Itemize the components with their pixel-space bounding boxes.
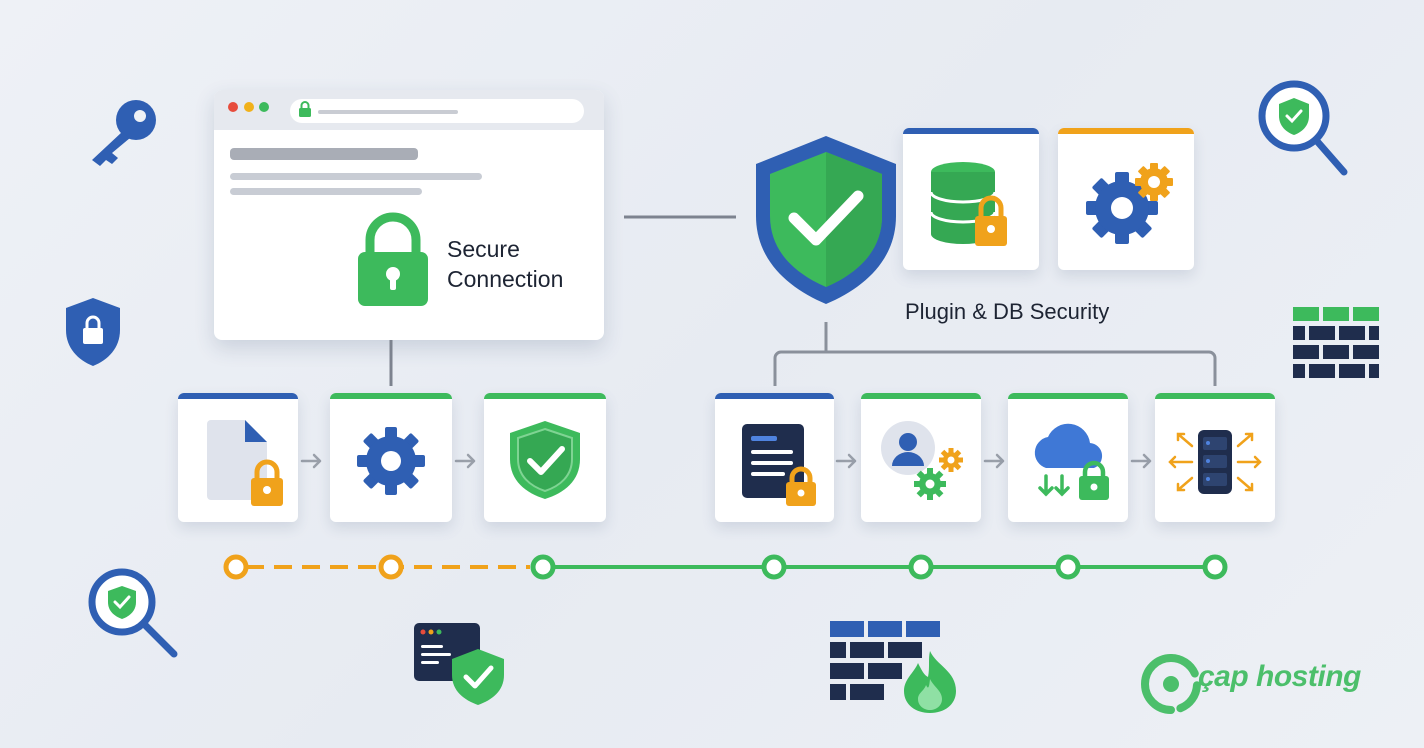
brand-name: çap hosting xyxy=(1198,660,1361,693)
text-line xyxy=(230,148,418,160)
magnifier-shield-icon xyxy=(88,568,178,658)
gears-icon xyxy=(1086,163,1173,244)
shield-check-icon xyxy=(510,421,580,499)
secure-connection-line2: Connection xyxy=(447,266,564,292)
timeline-node xyxy=(378,554,404,580)
text-line xyxy=(230,173,482,180)
key-icon xyxy=(92,100,156,166)
locked-file-icon xyxy=(207,420,283,506)
magnifier-shield-icon xyxy=(1258,80,1348,176)
text-line xyxy=(230,188,422,195)
brand-logo-icon xyxy=(1141,654,1201,714)
url-text-placeholder xyxy=(318,110,458,114)
gear-icon xyxy=(357,427,425,495)
padlock-icon xyxy=(358,212,428,306)
database-lock-icon xyxy=(929,162,1007,246)
timeline-node xyxy=(530,554,556,580)
padlock-url-icon xyxy=(299,101,311,117)
timeline-node xyxy=(223,554,249,580)
window-minimize-dot xyxy=(244,102,254,112)
secure-connection-label: Secure Connection xyxy=(447,234,563,294)
server-icon xyxy=(1168,430,1262,494)
terminal-shield-icon xyxy=(414,623,504,705)
timeline-node xyxy=(908,554,934,580)
shield-lock-icon xyxy=(66,298,120,366)
timeline-node xyxy=(761,554,787,580)
window-maximize-dot xyxy=(259,102,269,112)
firewall-fire-icon xyxy=(830,621,956,713)
firewall-icon xyxy=(1293,307,1379,378)
timeline-node xyxy=(1055,554,1081,580)
secure-connection-line1: Secure xyxy=(447,236,520,262)
user-settings-icon xyxy=(881,421,963,500)
plugin-db-security-label: Plugin & DB Security xyxy=(905,299,1110,324)
locked-document-icon xyxy=(742,424,816,506)
window-close-dot xyxy=(228,102,238,112)
cloud-sync-lock-icon xyxy=(1034,423,1109,500)
timeline-node xyxy=(1202,554,1228,580)
shield-check-icon xyxy=(756,136,896,304)
